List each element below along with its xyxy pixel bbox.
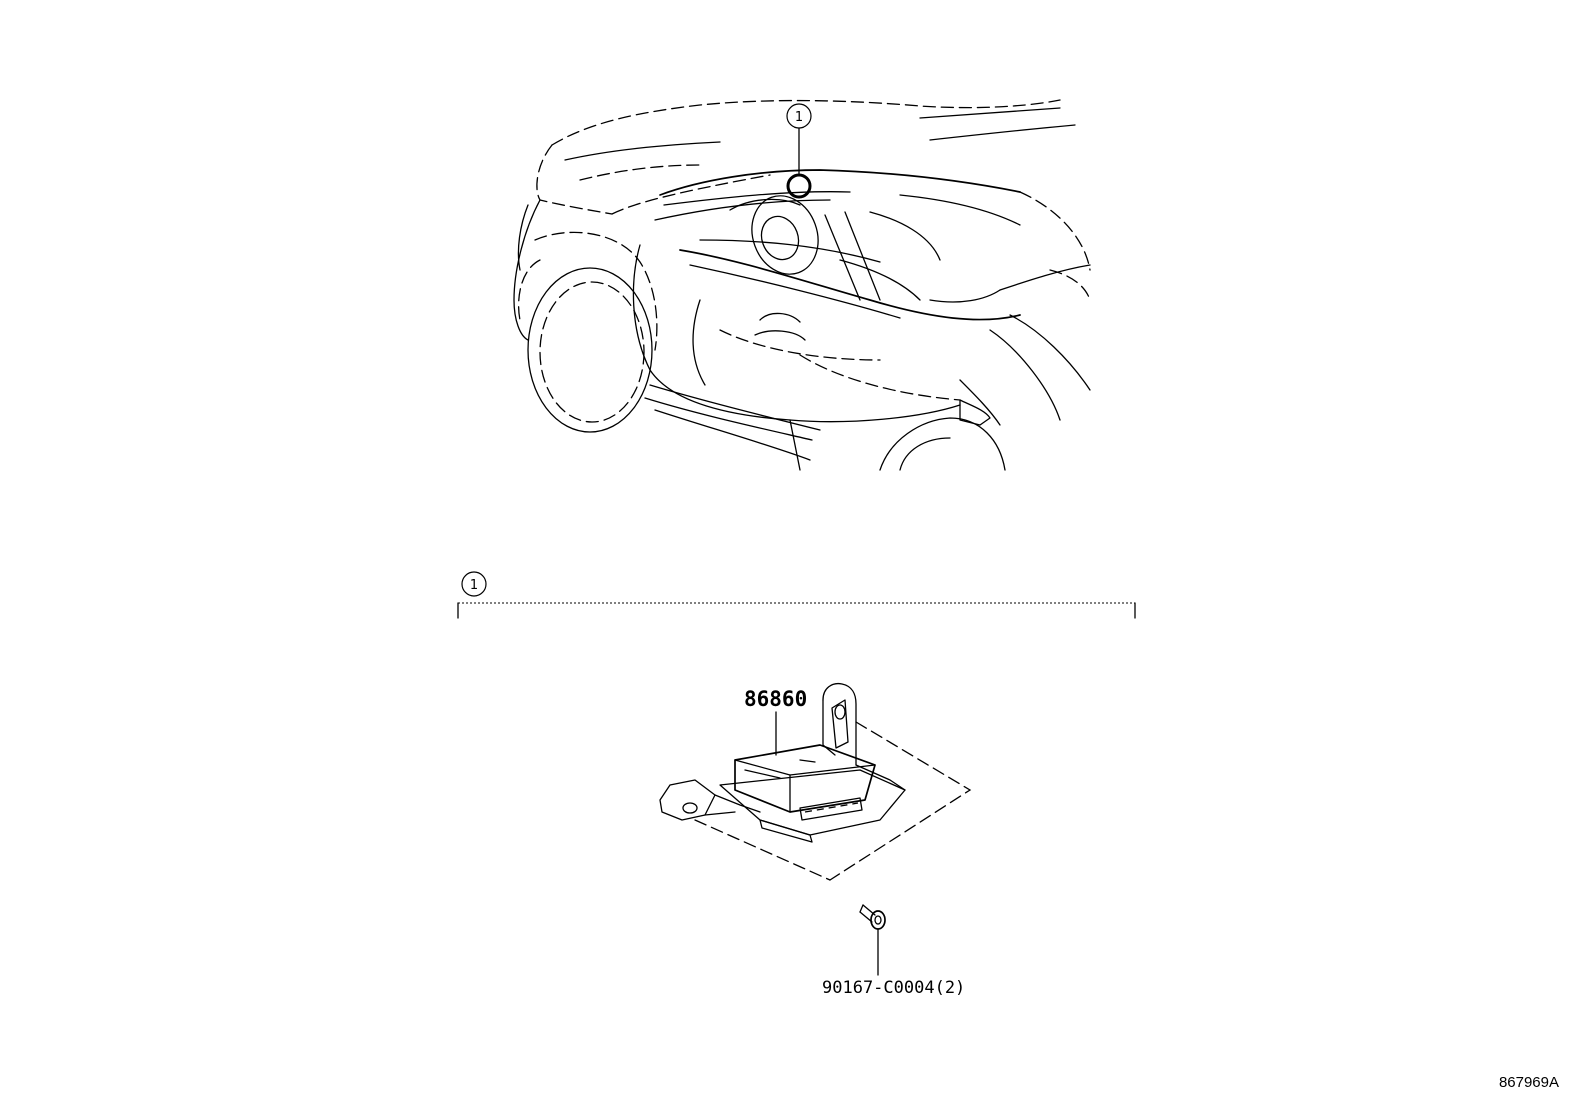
group-bracket: 1 — [457, 571, 1136, 619]
callout-circle-group — [461, 571, 487, 597]
ecu-location-marker — [786, 173, 812, 199]
vehicle-cutaway-illustration — [513, 99, 1091, 471]
bolt-part-number: 90167-C0004(2) — [822, 978, 965, 998]
diagram-reference-code: 867969A — [1499, 1074, 1559, 1091]
ecu-part-number: 86860 — [744, 687, 807, 711]
callout-circle-top — [786, 103, 812, 129]
callout-number-group: 1 — [470, 578, 478, 593]
callout-number-top: 1 — [795, 110, 803, 125]
airbag-ecu-assembly — [659, 682, 972, 881]
bolt-fastener — [859, 904, 886, 976]
